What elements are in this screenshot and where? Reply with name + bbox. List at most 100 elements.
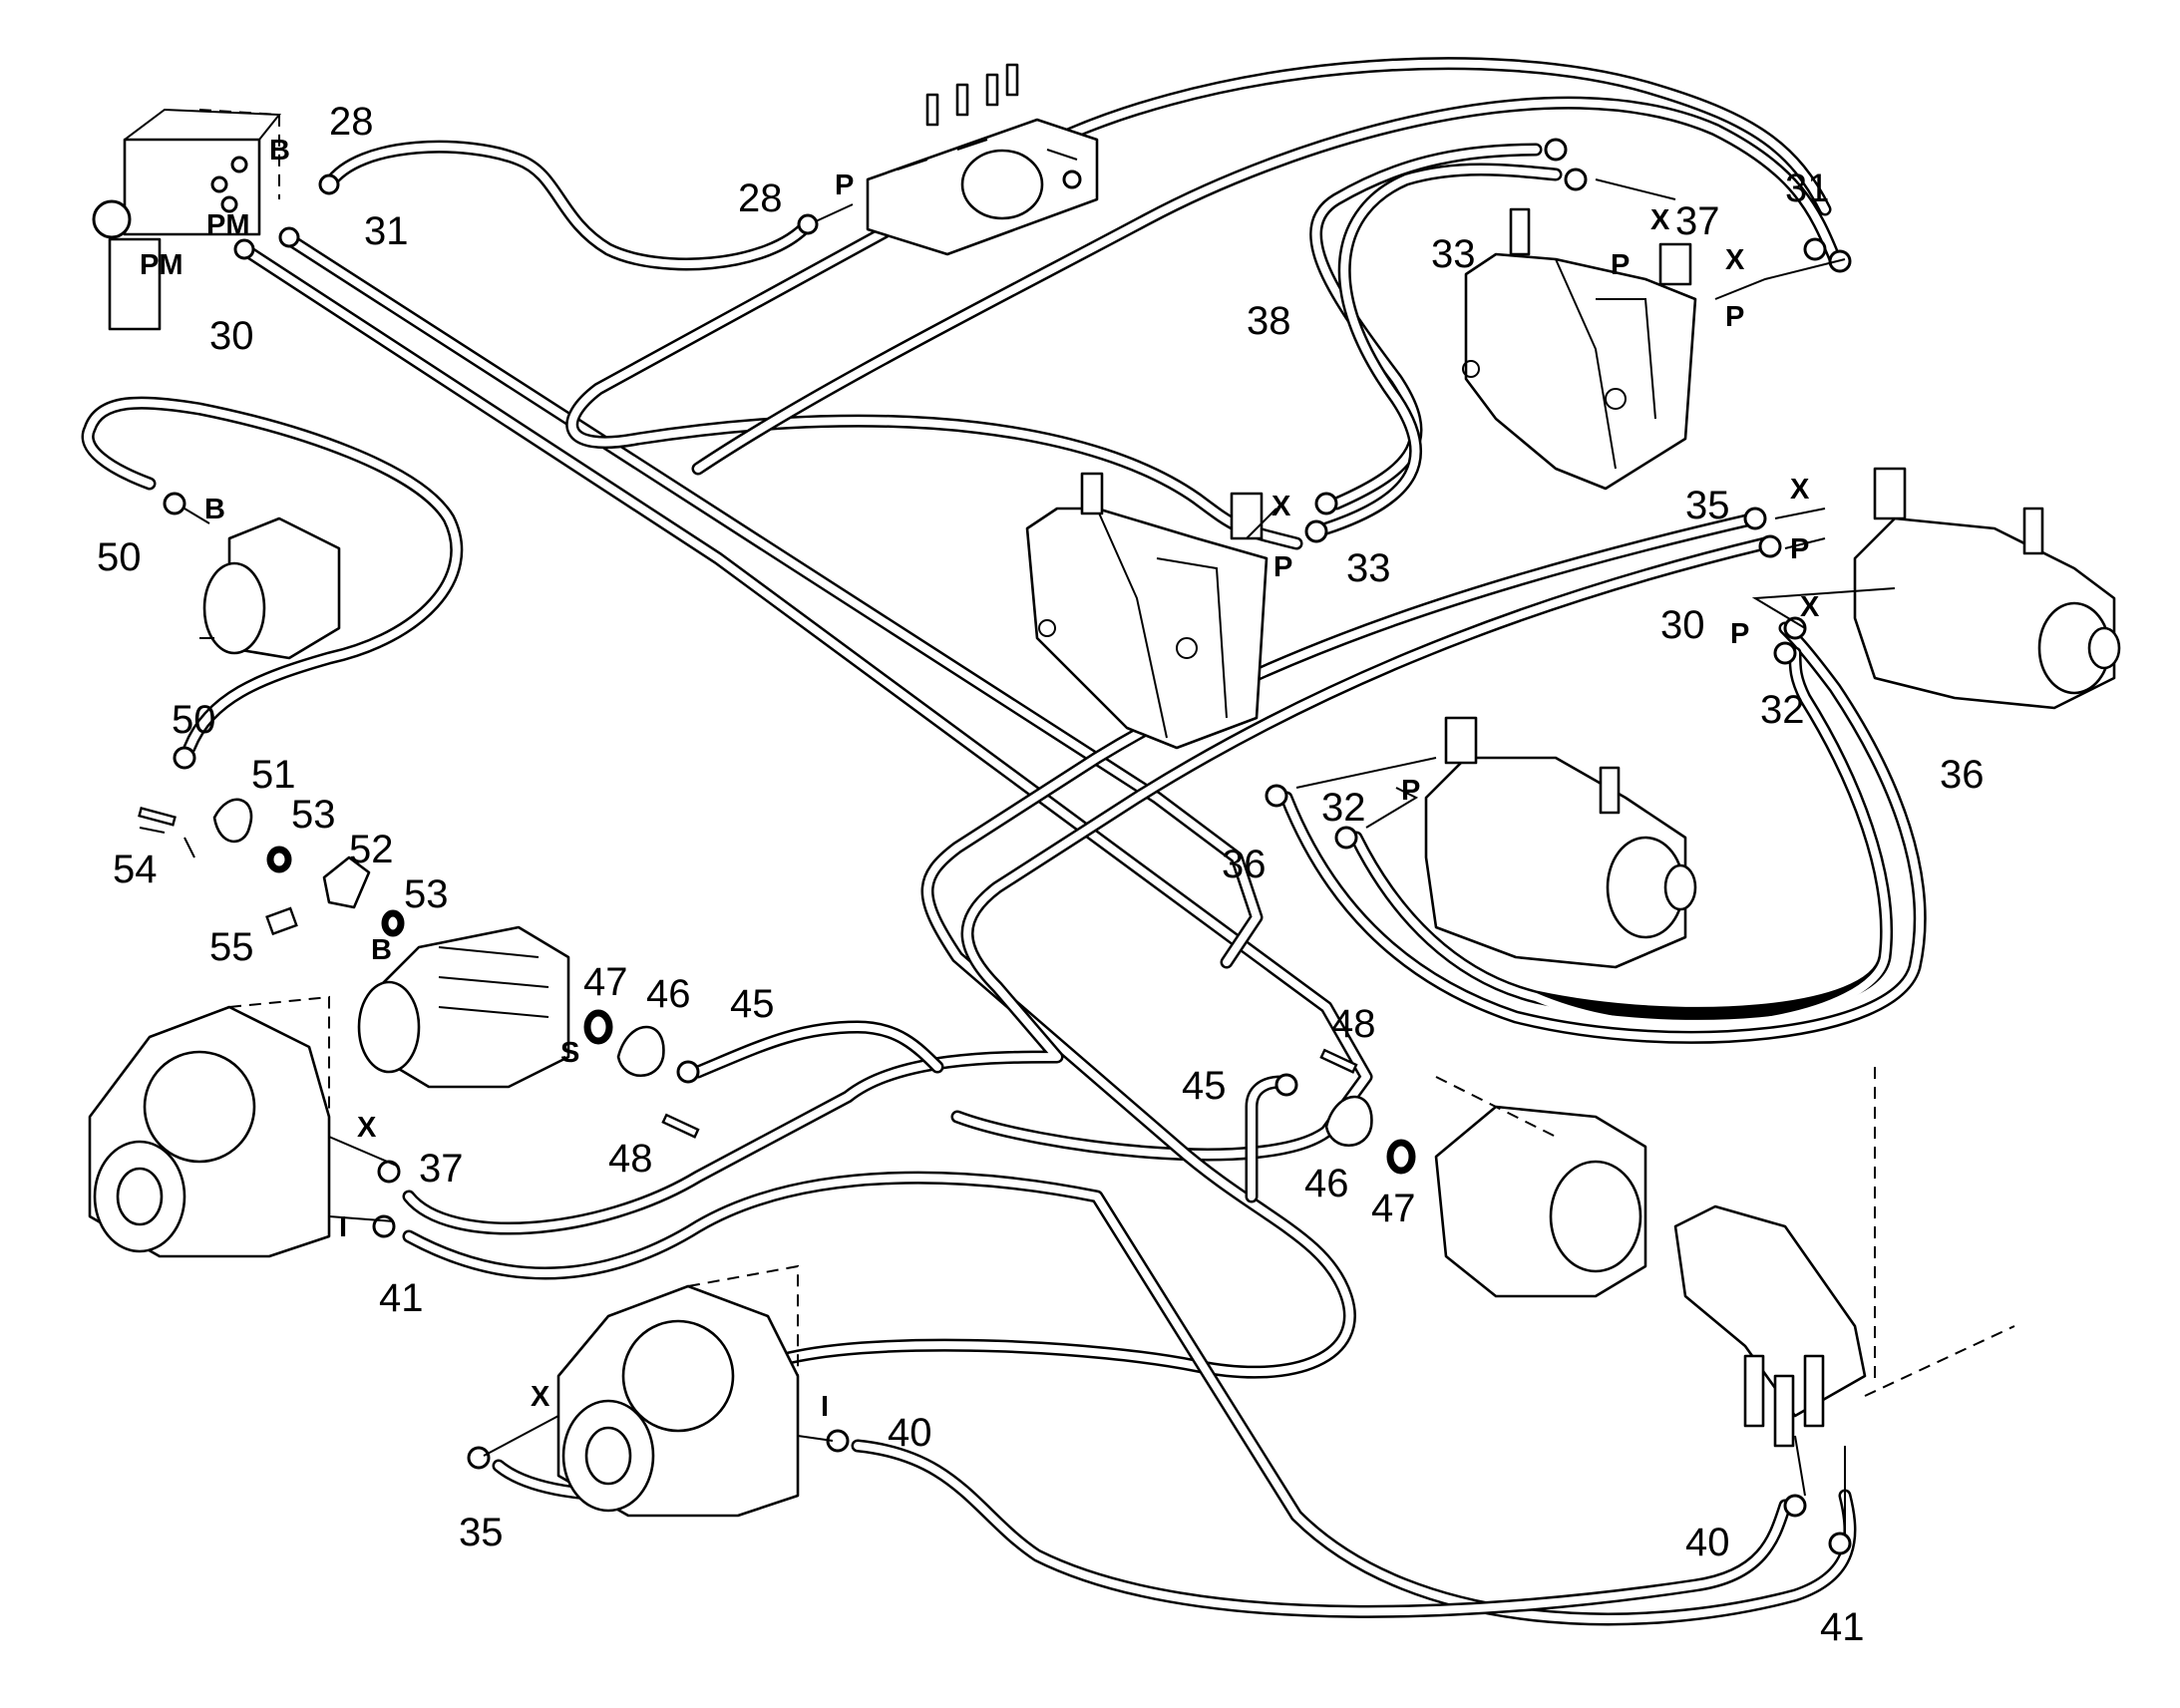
port-label-p: P: [1273, 551, 1292, 583]
callout-28: 28: [329, 100, 374, 144]
port-label-p: P: [1401, 775, 1420, 807]
pump-left-middle: [357, 925, 570, 1089]
pump-middle: [1025, 472, 1269, 750]
valve-block: [866, 63, 1099, 256]
port-label-pm: PM: [206, 209, 250, 241]
filter-assembly: [92, 108, 282, 331]
hose-40: [851, 1439, 1792, 1618]
port-label-x: X: [1725, 244, 1745, 276]
pump-left-lower: [88, 995, 331, 1258]
bolt-48a: [661, 1113, 700, 1139]
hose-32: [1352, 649, 1891, 1031]
port-labels: B PM PM P X X P P X P X P X P P B B S X …: [140, 135, 1820, 1423]
flange-46b: [1324, 1095, 1373, 1148]
hose-38b: [694, 99, 1839, 473]
callout-41: 41: [379, 1276, 424, 1320]
port-label-p: P: [1790, 533, 1809, 565]
callout-47: 47: [1371, 1187, 1416, 1230]
o-ring-47b: [1386, 1139, 1416, 1175]
callout-33: 33: [1431, 232, 1476, 276]
hose-36: [1282, 624, 1925, 1042]
port-label-x: X: [531, 1381, 550, 1413]
callout-36: 36: [1940, 753, 1985, 797]
hose-40: [854, 1442, 1789, 1616]
callout-33: 33: [1346, 546, 1391, 590]
hose-28: [325, 143, 812, 268]
port-label-i: I: [821, 1391, 829, 1423]
callout-30: 30: [1660, 603, 1705, 647]
pump-bottom-center: [556, 1264, 800, 1518]
bolt-48b: [1319, 1048, 1358, 1074]
o-ring-53a: [266, 846, 292, 873]
callout-51: 51: [251, 753, 296, 797]
callout-50: 50: [97, 535, 142, 579]
port-label-x: X: [1650, 204, 1670, 236]
callout-38: 38: [1247, 299, 1291, 343]
o-ring-53b: [381, 909, 405, 937]
hose-41: [405, 1174, 1854, 1623]
port-label-x: X: [357, 1112, 377, 1144]
callout-45: 45: [730, 982, 775, 1026]
port-label-pm: PM: [140, 249, 183, 281]
hose-37: [405, 539, 1769, 1232]
hose-38: [567, 59, 1829, 547]
callout-31: 31: [364, 209, 409, 253]
callout-47: 47: [583, 960, 628, 1004]
flange-46a: [616, 1025, 665, 1078]
motor-center-right: [1424, 716, 1697, 969]
port-label-p: P: [1725, 301, 1744, 333]
callout-50: 50: [172, 698, 216, 742]
callout-32: 32: [1760, 688, 1805, 732]
callout-54: 54: [113, 848, 158, 891]
callout-53: 53: [404, 872, 449, 916]
port-label-b: B: [204, 494, 225, 525]
callout-48: 48: [1331, 1002, 1376, 1046]
port-label-x: X: [1800, 591, 1820, 623]
bolt-54: [138, 807, 177, 827]
port-label-x: X: [1790, 474, 1810, 506]
hose-50: [84, 399, 461, 752]
callout-53: 53: [291, 793, 336, 837]
port-label-p: P: [1611, 249, 1630, 281]
port-label-x: X: [1272, 491, 1291, 522]
port-label-p: P: [835, 170, 854, 201]
callout-41: 41: [1820, 1605, 1865, 1649]
callout-45: 45: [1182, 1064, 1227, 1108]
port-label-s: S: [560, 1037, 579, 1069]
small-parts: [138, 798, 1416, 1175]
port-label-i: I: [339, 1211, 347, 1243]
callout-28: 28: [738, 176, 783, 220]
callout-40: 40: [1685, 1521, 1730, 1564]
plug-55: [265, 906, 298, 936]
hose-33b: [1322, 166, 1560, 532]
callout-52: 52: [349, 828, 394, 871]
port-label-p: P: [1730, 618, 1749, 650]
callout-36: 36: [1222, 843, 1267, 886]
callout-numbers: 28 28 31 30 31 37 33 38 33 35 30 32 36 3…: [97, 100, 1985, 1649]
hose-31: [285, 235, 1261, 966]
port-label-b: B: [371, 934, 392, 966]
callout-37: 37: [419, 1147, 464, 1191]
callout-31: 31: [1785, 167, 1830, 210]
o-ring-47a: [583, 1009, 613, 1045]
callout-55: 55: [209, 925, 254, 969]
flange-51: [212, 798, 253, 844]
motor-left-upper: [199, 516, 341, 660]
port-label-b: B: [269, 135, 290, 167]
callout-46: 46: [646, 972, 691, 1016]
callout-46: 46: [1304, 1162, 1349, 1205]
callout-40: 40: [888, 1411, 932, 1455]
hose-45a: [694, 1023, 941, 1076]
motor-bottom-right: [1434, 1067, 2015, 1448]
callout-35: 35: [1685, 484, 1730, 527]
motor-right: [1853, 467, 2121, 710]
leader-lines: [139, 178, 1896, 1536]
callout-37: 37: [1675, 199, 1720, 243]
callout-48: 48: [608, 1137, 653, 1181]
fittings: [163, 138, 1852, 1555]
hose-group: [81, 57, 1927, 1626]
flange-52: [322, 855, 371, 909]
callout-32: 32: [1321, 786, 1366, 830]
pump-33: [1462, 207, 1697, 491]
